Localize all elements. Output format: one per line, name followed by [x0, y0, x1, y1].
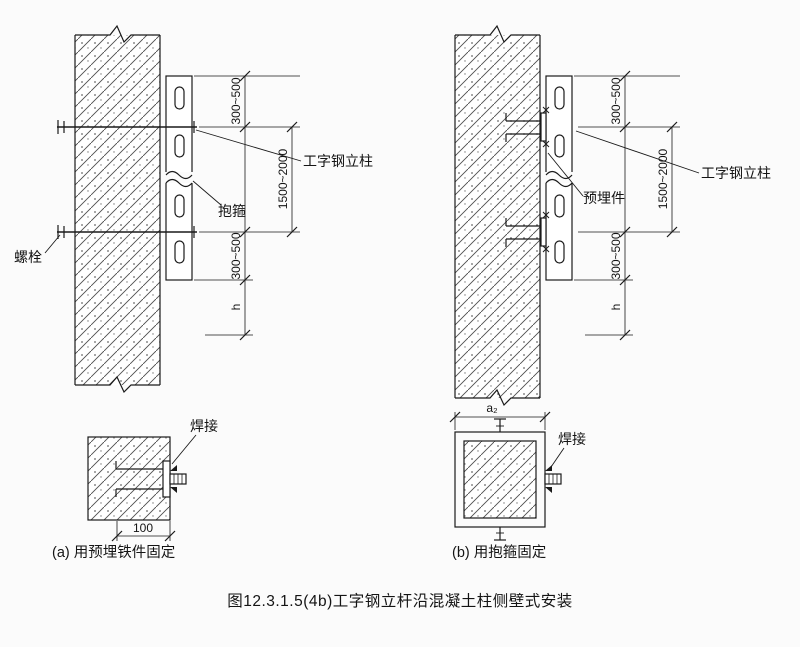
strut-channel-b: [544, 75, 574, 281]
hoop-bolt-bottom: [494, 527, 506, 541]
concrete-column-b: [454, 24, 541, 407]
bolt-assembly-upper-a: [57, 120, 197, 134]
weld-leader-line-b: [548, 447, 565, 471]
break-mark-bottom: [455, 388, 540, 407]
ibeam-leader-line-b: [575, 130, 700, 174]
bolt-leader-line: [44, 234, 61, 254]
dimensions-a: [194, 70, 300, 341]
weld-mark: [542, 106, 550, 148]
channel-break-a: [165, 170, 193, 180]
weld-fillet: [170, 465, 177, 471]
dim-a-top: 300~500: [229, 77, 243, 124]
embedded-anchor-lower-b: [505, 211, 550, 253]
hoop-bolt-top: [494, 418, 506, 432]
bolt-label: 螺栓: [14, 249, 42, 265]
width-dimension-b: [449, 411, 551, 430]
dimension-ticks-a: [239, 70, 298, 341]
figure-b: 预埋件 工字钢立柱 300~500 1500~2000 300~500 h: [454, 24, 771, 407]
depth-dimension-a: [111, 521, 176, 542]
dimensions-b: [574, 70, 680, 341]
embedded-iron-piece: [115, 460, 171, 498]
embedded-anchor-upper-b: [505, 106, 550, 148]
caption-detail-b: (b) 用抱箍固定: [452, 544, 546, 561]
ibeam-label-b: 工字钢立柱: [701, 165, 771, 181]
break-mark-bottom: [75, 375, 160, 394]
concrete-section-a: [87, 436, 171, 521]
ibeam-label-a: 工字钢立柱: [303, 153, 373, 169]
dim-a-h: h: [229, 304, 243, 311]
dim-b-bottom: 300~500: [609, 232, 623, 279]
ibeam-leader-line-a: [195, 129, 302, 162]
dim-b-top: 300~500: [609, 77, 623, 124]
dim-a-bottom: 300~500: [229, 232, 243, 279]
bolt-assembly-lower-a: [57, 225, 197, 239]
weld-fillet: [170, 487, 177, 493]
weld-fillet: [545, 487, 552, 493]
weld-fillet: [545, 465, 552, 471]
break-mark-top: [455, 24, 540, 44]
hoop-leader-line: [192, 180, 222, 206]
hoop-label: 抱箍: [218, 203, 246, 219]
welded-stud-b: [544, 465, 562, 493]
break-mark-top: [75, 24, 160, 44]
detail-a: 焊接 100 (a) 用预埋铁件固定: [52, 418, 218, 561]
embed-leader-line: [547, 152, 584, 197]
detail-b: 焊接 a₂ (b) 用抱箍固定: [449, 401, 586, 561]
dim-b-h: h: [609, 304, 623, 311]
strut-channel-a: [164, 75, 194, 281]
dim-a-span: 1500~2000: [276, 148, 290, 209]
caption-detail-a: (a) 用预埋铁件固定: [52, 544, 175, 561]
embed-label: 预埋件: [583, 190, 625, 206]
figure-title: 图12.3.1.5(4b)工字钢立杆沿混凝土柱侧壁式安装: [227, 592, 573, 610]
weld-leader-line-a: [171, 434, 197, 465]
dim-b-span: 1500~2000: [656, 148, 670, 209]
weld-label-b: 焊接: [558, 431, 586, 447]
dim-depth-100: 100: [133, 521, 153, 535]
welded-stud-a: [169, 465, 187, 493]
concrete-section-b: [463, 440, 537, 519]
dimension-ticks-b: [619, 70, 678, 341]
weld-label-a: 焊接: [190, 418, 218, 434]
dim-a2: a₂: [486, 401, 498, 415]
concrete-column-a: [74, 24, 161, 394]
weld-mark: [542, 211, 550, 253]
figure-a: 螺栓 抱箍 工字钢立柱 300~500 1500~2000 300~500: [14, 24, 373, 394]
